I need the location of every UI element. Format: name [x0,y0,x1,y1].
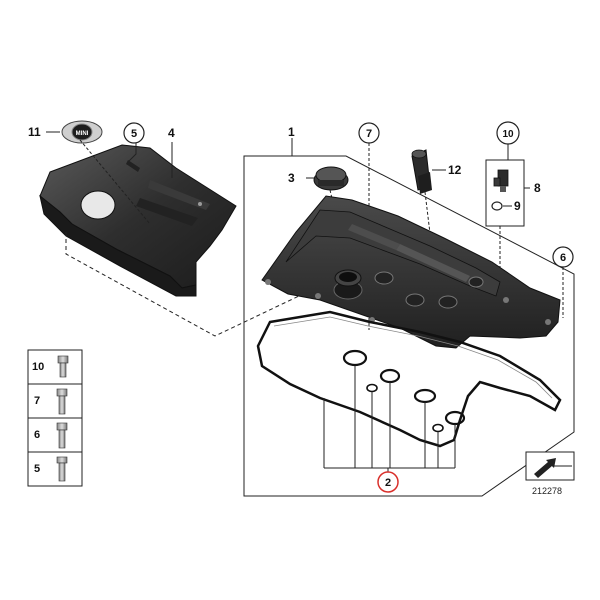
label-7: 7 [366,128,372,140]
label-1: 1 [288,125,295,139]
valve-cover-part [261,195,561,349]
hose-part-12 [411,149,446,317]
reference-number: 212278 [532,486,562,496]
callout-2: 2 [377,471,399,493]
label-3: 3 [288,171,295,185]
callout-6: 6 [552,246,574,318]
part-2-leaders [323,366,456,472]
callout-5: 5 [123,122,145,144]
seal-rings [342,349,466,433]
bolt-7-icon [56,388,68,415]
bolt-6-icon [56,422,68,449]
label-9: 9 [514,199,521,213]
label-4: 4 [168,126,175,140]
label-11: 11 [28,125,41,139]
valve-cover-gasket [256,310,562,448]
bolt-legend: 10 7 6 5 [27,349,83,487]
oil-cap-part-3 [306,166,351,277]
bolt-5-icon [56,456,68,482]
legend-num-5: 5 [34,463,40,475]
label-2: 2 [385,477,391,489]
bolt-10-icon [57,355,69,378]
orientation-arrow-icon [525,451,575,481]
label-8: 8 [534,181,541,195]
label-10: 10 [502,129,514,140]
label-6: 6 [560,252,566,264]
badge-text: MINI [76,131,89,137]
legend-num-6: 6 [34,429,40,441]
mini-badge-part: MINI [61,120,151,225]
label-12: 12 [448,163,462,177]
legend-num-10: 10 [32,361,44,373]
label-5: 5 [131,128,137,140]
engine-cover-part [39,136,321,337]
main-assembly-frame [243,138,575,497]
legend-num-7: 7 [34,395,40,407]
callout-10: 10 [496,121,520,160]
